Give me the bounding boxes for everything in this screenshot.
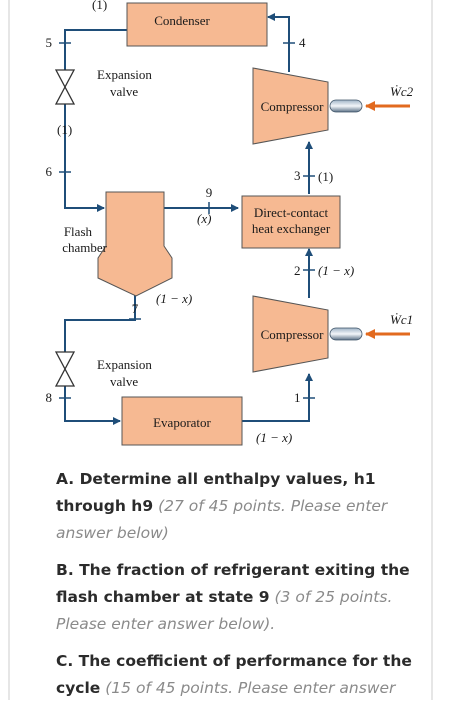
flow-label-left: (1) (57, 122, 72, 137)
state-1-label: 1 (294, 390, 301, 405)
expansion-valve-top-label-1: Expansion (97, 67, 152, 82)
flow-label-state3: (1) (318, 169, 333, 184)
flash-chamber-label-1: Flash (64, 224, 93, 239)
flash-chamber-label-2: chamber (62, 240, 107, 255)
work-low-label: Ẇc1 (390, 312, 413, 327)
heat-exchanger-label-2: heat exchanger (252, 221, 331, 236)
compressor-high-label: Compressor (261, 99, 325, 114)
flow-label-state7: (1 − x) (156, 291, 192, 306)
compressor-low-shaft (329, 327, 363, 341)
evaporator-box (121, 396, 243, 446)
flash-chamber (97, 191, 173, 297)
state-4-label: 4 (299, 35, 306, 50)
flow-label-state2: (1 − x) (318, 263, 354, 278)
question-b-note: (3 of 25 points. Please enter answer bel… (56, 588, 393, 633)
expansion-valve-bottom (54, 351, 76, 387)
expansion-valve-top-label-2: valve (110, 84, 138, 99)
question-b: B. The fraction of refrigerant exiting t… (56, 557, 416, 638)
compressor-high-shaft (329, 99, 363, 113)
compressor-low-label: Compressor (261, 327, 325, 342)
right-page-border (431, 0, 433, 700)
state-ticks (59, 42, 315, 399)
question-a-text: A. Determine all enthalpy values, h1 thr… (56, 470, 376, 515)
evaporator-label: Evaporator (153, 415, 211, 430)
condenser-label: Condenser (154, 13, 210, 28)
state-8-label: 8 (46, 390, 53, 405)
flow-label-evaporator: (1 − x) (256, 430, 292, 445)
flow-label-x: (x) (197, 211, 211, 226)
compressor-high (252, 67, 329, 145)
expansion-valve-bottom-label-2: valve (110, 374, 138, 389)
refrigeration-cycle-diagram: Condenser Evaporator Flash chamber Expan… (46, 0, 414, 446)
state-9-label: 9 (206, 185, 213, 200)
expansion-valve-top (54, 69, 76, 105)
left-page-border (8, 0, 10, 700)
state-7-label: 7 (132, 301, 139, 316)
state-2-label: 2 (294, 263, 301, 278)
state-5-label: 5 (46, 35, 53, 50)
work-high-label: Ẇc2 (390, 84, 414, 99)
question-a-note: (27 of 45 points. Please enter answer be… (56, 497, 388, 542)
state-6-label: 6 (46, 164, 53, 179)
question-c: C. The coefficient of performance for th… (56, 648, 416, 702)
flow-label-top: (1) (92, 0, 107, 12)
state-3-label: 3 (294, 168, 301, 183)
condenser-box (126, 2, 268, 47)
expansion-valve-bottom-label-1: Expansion (97, 357, 152, 372)
heat-exchanger-box (241, 195, 341, 249)
question-c-text: C. The coefficient of performance for th… (56, 652, 412, 697)
question-a: A. Determine all enthalpy values, h1 thr… (56, 466, 416, 547)
question-b-text: B. The fraction of refrigerant exiting t… (56, 561, 410, 606)
question-c-note: (15 of 45 points. Please enter answer (105, 679, 396, 697)
compressor-low (252, 295, 329, 373)
heat-exchanger-label-1: Direct-contact (254, 205, 329, 220)
piping (64, 13, 313, 425)
